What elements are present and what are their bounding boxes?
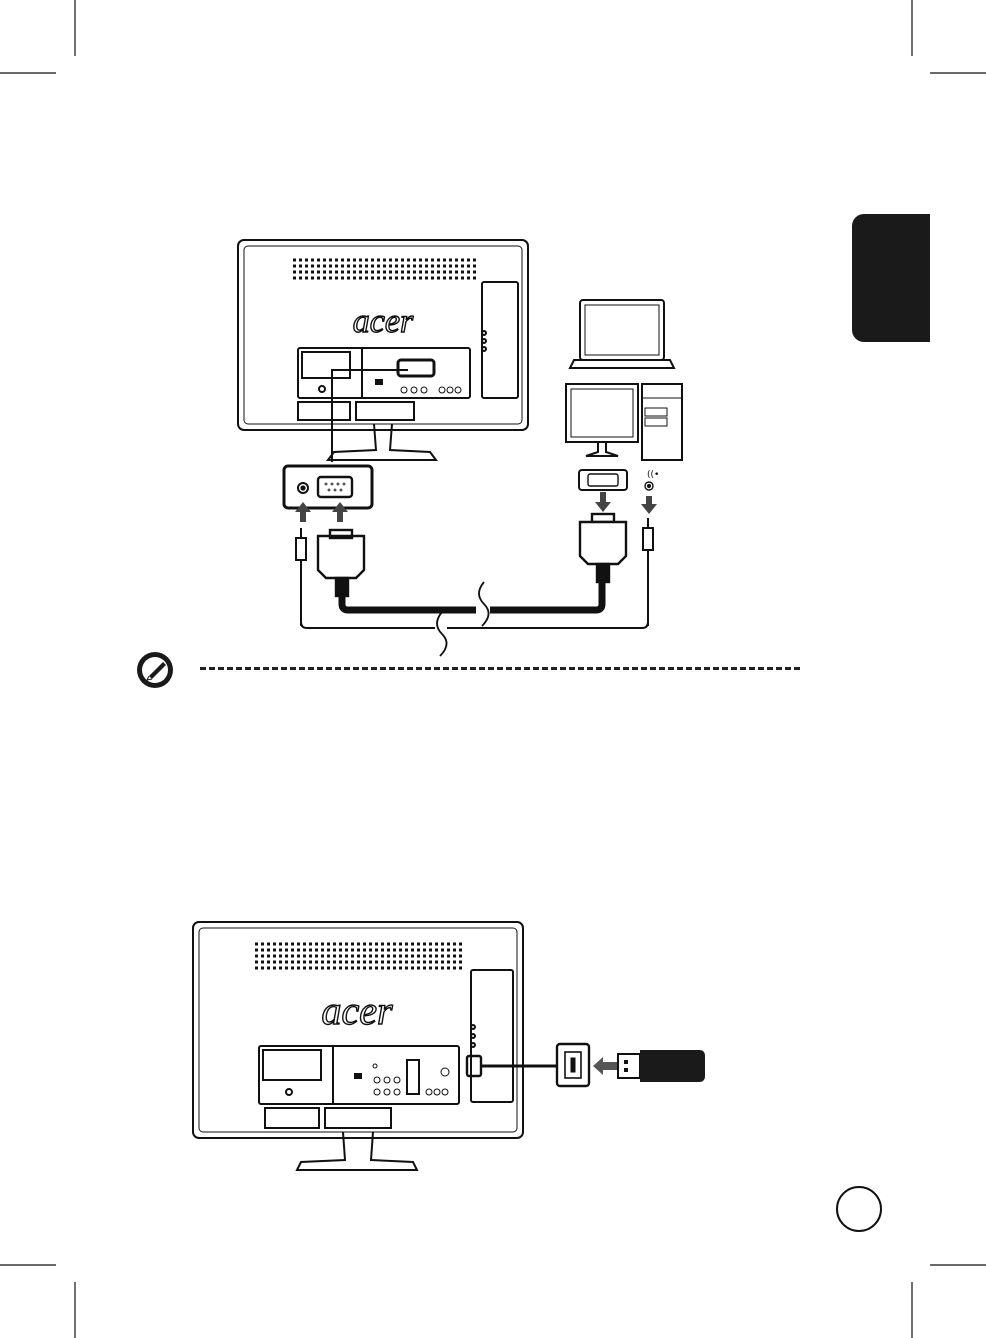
usb-flash-drive-icon bbox=[618, 1050, 705, 1082]
language-tab bbox=[852, 214, 930, 342]
note-separator bbox=[200, 667, 800, 670]
audio-jack-plug-right-icon bbox=[643, 518, 653, 626]
usb-connection-figure: acer bbox=[185, 914, 715, 1184]
monitor-rear-icon-2 bbox=[193, 922, 523, 1170]
note-pen-icon bbox=[133, 650, 179, 692]
insert-arrow-icons-right bbox=[595, 492, 657, 514]
pc-connection-figure: acer bbox=[228, 230, 718, 660]
audio-out-icon: ((• bbox=[645, 470, 659, 490]
insert-arrow-icons bbox=[295, 502, 348, 522]
laptop-icon bbox=[570, 300, 674, 368]
audio-jack-plug-icon bbox=[296, 528, 306, 626]
usb-port-callout bbox=[467, 1044, 589, 1086]
vga-plug-right-icon bbox=[580, 514, 626, 582]
acer-logo: acer bbox=[353, 303, 414, 340]
vga-audio-port-callout bbox=[284, 466, 372, 508]
monitor-rear-icon bbox=[238, 240, 528, 460]
page-number-circle bbox=[836, 1186, 882, 1232]
acer-logo-2: acer bbox=[321, 988, 393, 1033]
cables bbox=[301, 582, 648, 656]
pc-vga-port-icon bbox=[579, 470, 627, 490]
vga-plug-icon bbox=[318, 530, 364, 596]
desktop-computer-icon bbox=[566, 384, 682, 460]
svg-text:((•: ((• bbox=[647, 470, 659, 480]
